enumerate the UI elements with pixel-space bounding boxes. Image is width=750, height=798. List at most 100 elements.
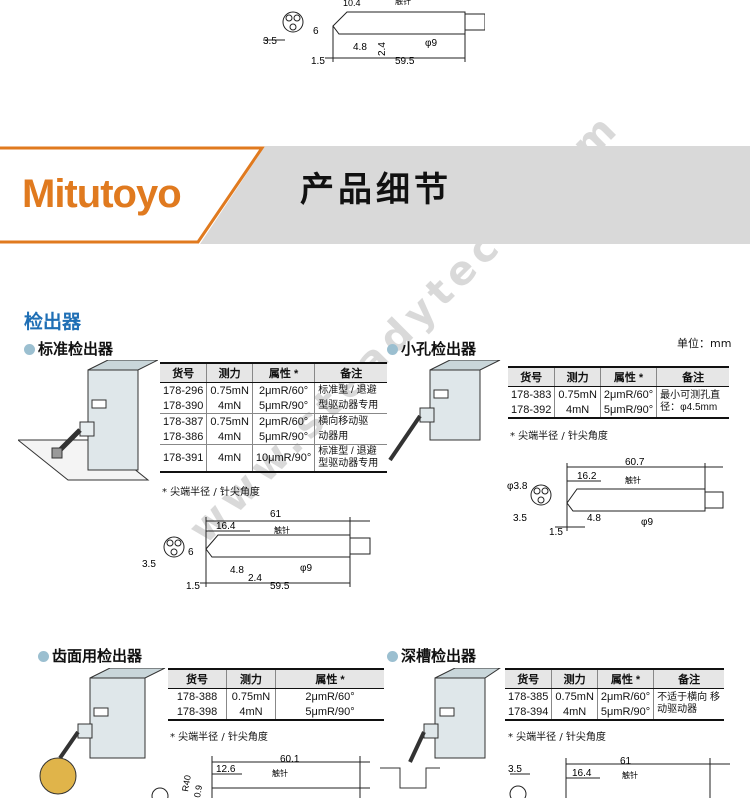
bullet-icon — [38, 651, 49, 662]
dim-label: 61 — [620, 756, 632, 767]
bullet-icon — [387, 344, 398, 355]
dim-label: 触针 — [272, 768, 288, 778]
dim-label: 触针 — [625, 475, 641, 485]
gear-detector-illustration — [39, 668, 166, 795]
logo-panel — [0, 146, 265, 244]
table-cell: 2μmR/60° — [599, 386, 657, 402]
bullet-icon — [24, 344, 35, 355]
gear-stylus-drawing: 60.1 12.6 触针 R40 0.9 — [151, 754, 370, 798]
dim-label: 4.8 — [353, 42, 367, 53]
dim-label: φ9 — [425, 38, 437, 49]
dim-label: 2.4 — [248, 573, 262, 584]
table-cell: 2μmR/60° — [275, 688, 384, 704]
table-cell: 5μmR/90° — [251, 429, 315, 445]
table-cell: 最小可测孔直 径：φ4.5mm — [656, 386, 730, 419]
table-cell: 5μmR/90° — [251, 398, 315, 414]
table-cell: 5μmR/90° — [596, 704, 654, 721]
table-cell: 4mN — [206, 398, 253, 414]
col-header: 测力 — [551, 668, 598, 689]
col-header: 备注 — [314, 362, 388, 383]
dim-label: φ3.8 — [507, 481, 528, 492]
dim-label: φ9 — [641, 517, 653, 528]
dim-label: 3.5 — [513, 513, 527, 524]
dim-label: 60.1 — [280, 754, 300, 765]
dim-label: 1.5 — [186, 581, 200, 592]
table-cell: 178-296 — [163, 384, 204, 397]
table-cell: 0.75mN — [206, 382, 253, 398]
dim-label: 3.5 — [142, 559, 156, 570]
dim-label: 0.9 — [192, 784, 204, 798]
dim-label: 触针 — [622, 770, 638, 780]
table-cell: 标准型 / 退避 型驱动器专用 — [314, 444, 388, 473]
table-cell: 178-385 — [508, 690, 549, 703]
dim-label: 10.4 — [343, 0, 361, 8]
table-cell: 178-391 — [160, 444, 207, 473]
table-cell: 2μmR/60° — [596, 688, 654, 704]
standard-stylus-drawing: 61 16.4 触针 6 3.5 4.8 2.4 φ9 1.5 59.5 — [142, 509, 371, 592]
table-cell: 178-383 — [511, 388, 552, 401]
col-header: 属性 * — [251, 362, 315, 383]
deep-groove-detector-heading: 深槽检出器 — [387, 645, 476, 666]
dim-label: 3.5 — [508, 764, 522, 775]
dim-label: 4.8 — [230, 565, 244, 576]
deep-groove-stylus-drawing: 61 3.5 16.4 触针 — [508, 756, 730, 798]
dim-label: 16.4 — [572, 768, 592, 779]
standard-detector-illustration — [18, 360, 158, 481]
dim-label: 1.5 — [311, 56, 325, 67]
table-cell: 不适于横向 移动驱动器 — [653, 688, 725, 721]
table-cell: 178-394 — [505, 704, 552, 721]
section-title: 检出器 — [24, 311, 82, 333]
dim-label: 触针 — [395, 0, 411, 6]
table-cell: 2μmR/60° — [251, 382, 315, 398]
table-cell: 178-390 — [163, 399, 204, 412]
col-header: 备注 — [656, 366, 730, 387]
table-cell: 0.75mN — [226, 688, 276, 704]
table-cell: 0.75mN — [206, 413, 253, 429]
dim-label: R40 — [180, 774, 193, 792]
small-hole-detector-illustration — [388, 360, 501, 462]
table-cell: 0.75mN — [554, 386, 601, 402]
top-stylus-drawing: 10.4 触针 6 3.5 4.8 2.4 φ9 1.5 59.5 — [263, 0, 485, 67]
table-cell: 178-386 — [163, 430, 204, 443]
dim-label: 61 — [270, 509, 282, 520]
deep-groove-detector-illustration — [380, 668, 501, 789]
small-hole-stylus-drawing: 60.7 16.2 触针 φ3.8 3.5 4.8 1.5 φ9 — [507, 457, 724, 538]
table-cell: 4mN — [206, 444, 253, 473]
dim-label: 6 — [188, 547, 194, 558]
col-header: 属性 * — [599, 366, 657, 387]
table-cell: 5μmR/90° — [599, 402, 657, 419]
table-cell: 178-398 — [168, 704, 227, 721]
col-header: 货号 — [508, 366, 555, 387]
col-header: 备注 — [653, 668, 725, 689]
table-cell: 178-392 — [508, 402, 555, 419]
table-cell: 型驱动器专用 — [314, 398, 388, 414]
footnote: * 尖端半径 / 针尖角度 — [170, 732, 268, 743]
table-cell: 4mN — [226, 704, 276, 721]
unit-label: 单位：mm — [677, 337, 732, 350]
mitutoyo-logo: Mitutoyo — [22, 172, 182, 216]
dim-label: 16.4 — [216, 521, 236, 532]
col-header: 属性 * — [596, 668, 654, 689]
col-header: 货号 — [160, 362, 207, 383]
dim-label: 59.5 — [270, 581, 290, 592]
dim-label: 16.2 — [577, 471, 597, 482]
table-cell: 5μmR/90° — [275, 704, 384, 721]
dim-label: 59.5 — [395, 56, 415, 67]
gear-detector-heading: 齿面用检出器 — [38, 645, 142, 666]
col-header: 货号 — [505, 668, 552, 689]
table-cell: 2μmR/60° — [251, 413, 315, 429]
dim-label: 4.8 — [587, 513, 601, 524]
dim-label: 60.7 — [625, 457, 645, 468]
